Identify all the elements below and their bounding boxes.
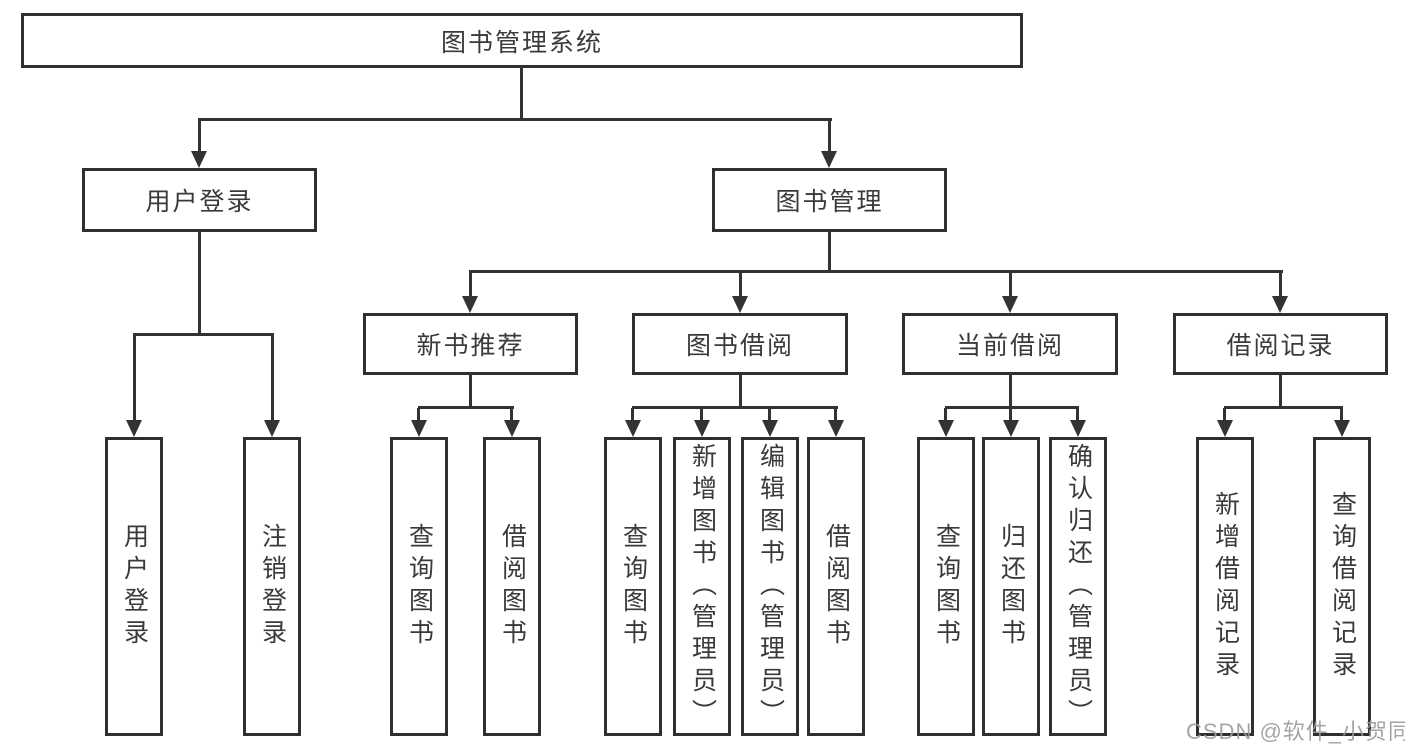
leaf-records-query: 查询借阅记录 [1313, 437, 1371, 736]
arrow-down-icon [625, 420, 641, 437]
connector-line [1009, 272, 1012, 299]
connector-line [469, 272, 472, 299]
arrow-down-icon [694, 420, 710, 437]
connector-line [1340, 408, 1343, 424]
connector-line [417, 408, 420, 424]
leaf-newbooks-query-label: 查询图书 [405, 522, 434, 651]
leaf-records-add-label: 新增借阅记录 [1211, 490, 1240, 683]
connector-line [945, 406, 1079, 409]
connector-line [469, 270, 1283, 273]
arrow-down-icon [462, 296, 478, 313]
leaf-borrow-edit-admin: 编辑图书（管理员） [741, 437, 799, 736]
node-book-borrow-label: 图书借阅 [685, 332, 794, 360]
arrow-down-icon [1070, 420, 1086, 437]
leaf-current-query-label: 查询图书 [932, 522, 961, 651]
leaf-records-query-label: 查询借阅记录 [1328, 490, 1357, 683]
node-new-book-recommend-label: 新书推荐 [416, 332, 525, 360]
leaf-borrow-add-admin: 新增图书（管理员） [673, 437, 731, 736]
arrow-down-icon [191, 151, 207, 168]
connector-line [133, 335, 136, 423]
leaf-current-confirm-admin-label: 确认归还（管理员） [1064, 442, 1093, 731]
node-current-borrow-label: 当前借阅 [955, 332, 1064, 360]
leaf-borrow-add-admin-label: 新增图书（管理员） [688, 442, 717, 731]
connector-line [828, 120, 831, 153]
connector-line [1076, 408, 1079, 424]
connector-line [944, 408, 947, 424]
connector-line [739, 373, 742, 409]
arrow-down-icon [1003, 420, 1019, 437]
node-book-management-label: 图书管理 [775, 188, 884, 216]
connector-line [1009, 408, 1012, 424]
node-root: 图书管理系统 [21, 13, 1023, 68]
connector-line [198, 118, 832, 121]
arrow-down-icon [411, 420, 427, 437]
connector-line [1279, 272, 1282, 299]
leaf-user-login: 用户登录 [105, 437, 163, 736]
node-current-borrow: 当前借阅 [902, 313, 1118, 375]
connector-line [1224, 406, 1343, 409]
arrow-down-icon [1334, 420, 1350, 437]
arrow-down-icon [938, 420, 954, 437]
connector-line [133, 333, 274, 336]
leaf-logout-label: 注销登录 [258, 522, 287, 651]
leaf-newbooks-borrow: 借阅图书 [483, 437, 541, 736]
connector-line [1279, 373, 1282, 409]
connector-line [1009, 373, 1012, 409]
node-borrow-records-label: 借阅记录 [1226, 332, 1335, 360]
leaf-borrow-borrow-label: 借阅图书 [822, 522, 851, 651]
leaf-current-confirm-admin: 确认归还（管理员） [1049, 437, 1107, 736]
arrow-down-icon [504, 420, 520, 437]
arrow-down-icon [264, 420, 280, 437]
node-user-login: 用户登录 [82, 168, 317, 232]
connector-line [198, 230, 201, 336]
leaf-newbooks-query: 查询图书 [390, 437, 448, 736]
node-user-login-label: 用户登录 [145, 188, 254, 216]
leaf-borrow-borrow: 借阅图书 [807, 437, 865, 736]
connector-line [632, 406, 838, 409]
connector-line [469, 373, 472, 409]
node-borrow-records: 借阅记录 [1173, 313, 1388, 375]
arrow-down-icon [1002, 296, 1018, 313]
connector-line [418, 406, 514, 409]
leaf-current-return-label: 归还图书 [997, 522, 1026, 651]
csdn-watermark: CSDN @软件_小贺同学 [1186, 719, 1405, 744]
arrow-down-icon [762, 420, 778, 437]
connector-line [828, 230, 831, 273]
leaf-newbooks-borrow-label: 借阅图书 [498, 522, 527, 651]
arrow-down-icon [732, 296, 748, 313]
connector-line [520, 66, 523, 120]
arrow-down-icon [1217, 420, 1233, 437]
leaf-borrow-query-label: 查询图书 [619, 522, 648, 651]
node-book-borrow: 图书借阅 [632, 313, 848, 375]
leaf-current-return: 归还图书 [982, 437, 1040, 736]
node-book-management: 图书管理 [712, 168, 947, 232]
leaf-records-add: 新增借阅记录 [1196, 437, 1254, 736]
connector-line [739, 272, 742, 299]
connector-line [510, 408, 513, 424]
connector-line [198, 120, 201, 153]
node-new-book-recommend: 新书推荐 [363, 313, 578, 375]
leaf-logout: 注销登录 [243, 437, 301, 736]
leaf-current-query: 查询图书 [917, 437, 975, 736]
leaf-borrow-query: 查询图书 [604, 437, 662, 736]
connector-line [631, 408, 634, 424]
arrow-down-icon [828, 420, 844, 437]
arrow-down-icon [126, 420, 142, 437]
arrow-down-icon [821, 151, 837, 168]
node-root-label: 图书管理系统 [440, 28, 603, 57]
connector-line [271, 335, 274, 423]
connector-line [768, 408, 771, 424]
connector-line [834, 408, 837, 424]
leaf-user-login-label: 用户登录 [120, 522, 149, 651]
arrow-down-icon [1272, 296, 1288, 313]
connector-line [700, 408, 703, 424]
leaf-borrow-edit-admin-label: 编辑图书（管理员） [756, 442, 785, 731]
connector-line [1223, 408, 1226, 424]
